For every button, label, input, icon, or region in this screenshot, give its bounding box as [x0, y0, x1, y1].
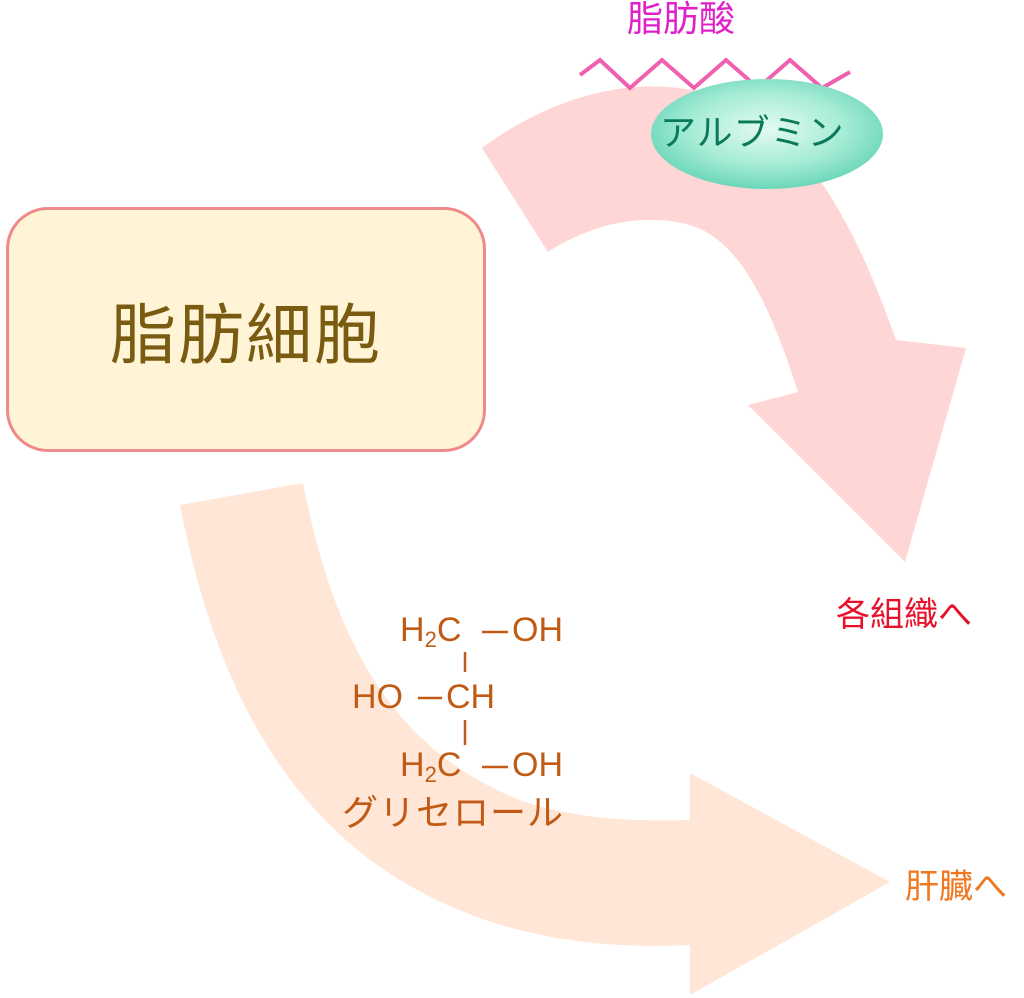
destination-liver-label: 肝臓へ: [905, 867, 1007, 907]
albumin-label: アルブミン: [660, 113, 845, 154]
glycerol-row3-right: OH: [512, 746, 563, 784]
glycerol-arrow: [180, 483, 890, 995]
glycerol-row1-left: H2C: [400, 613, 461, 651]
fat-cell-label: 脂肪細胞: [110, 296, 382, 374]
destination-tissues-label: 各組織へ: [836, 595, 972, 635]
glycerol-row3-c: C: [436, 746, 462, 784]
glycerol-row1-c: C: [436, 611, 462, 649]
glycerol-row3-subscript: 2: [424, 762, 437, 787]
glycerol-row1-h: H: [400, 611, 425, 649]
glycerol-row2-left: HO: [352, 678, 403, 716]
glycerol-row3-left: H2C: [400, 748, 461, 786]
fatty-acid-label: 脂肪酸: [627, 0, 736, 40]
glycerol-row1-subscript: 2: [424, 627, 437, 652]
fatty-acid-zigzag: [578, 57, 851, 91]
albumin-ellipse: [651, 79, 883, 189]
glycerol-name-label: グリセロール: [342, 793, 565, 834]
glycerol-row3-h: H: [400, 746, 425, 784]
fat-cell-box: 脂肪細胞: [6, 207, 486, 452]
fatty-acid-arrow: [482, 86, 966, 562]
glycerol-row2-center: CH: [446, 678, 496, 716]
glycerol-row1-right: OH: [512, 611, 563, 649]
